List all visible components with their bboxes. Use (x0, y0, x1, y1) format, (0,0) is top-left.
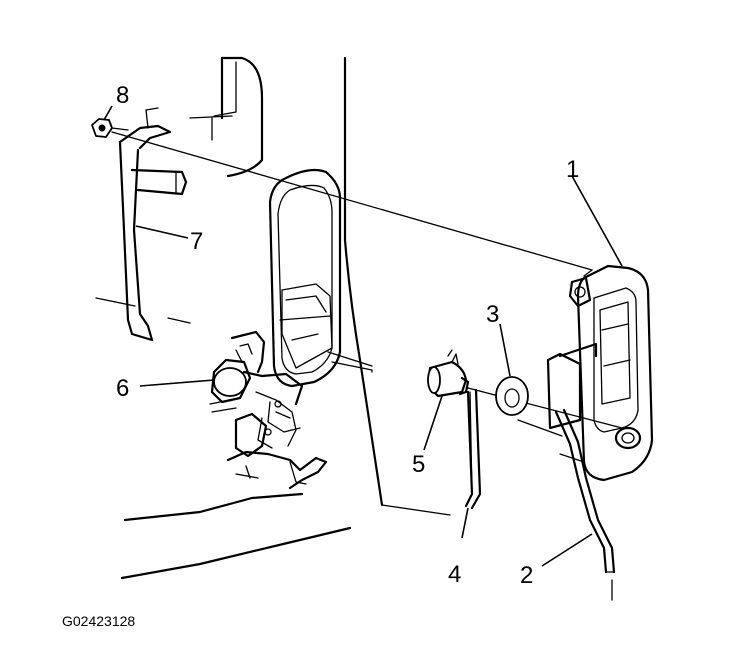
leader-2 (541, 533, 593, 567)
leader-4 (461, 507, 469, 539)
leader-3 (499, 323, 511, 377)
part-2-handle-rod (554, 408, 616, 574)
part-1-outside-handle (546, 264, 654, 482)
leader-5 (423, 395, 443, 451)
callout-6: 6 (116, 375, 129, 402)
callout-3: 3 (486, 301, 499, 328)
part-6-latch-assembly (209, 330, 328, 490)
part-7-bracket (118, 107, 188, 342)
part-8-nut (91, 118, 129, 138)
leader-1 (571, 175, 623, 267)
leader-6 (139, 379, 215, 387)
callout-4: 4 (448, 561, 461, 588)
callout-7: 7 (190, 228, 203, 255)
door-handle-opening (268, 168, 342, 388)
leader-8 (103, 105, 113, 121)
callout-1: 1 (566, 156, 579, 183)
leader-lines (103, 105, 623, 567)
figure-id: G02423128 (62, 613, 135, 629)
part-5-lock-cylinder (427, 349, 470, 398)
part-3-gasket (495, 376, 529, 416)
part-4-lock-rod (464, 388, 482, 510)
leader-7 (135, 225, 189, 239)
callout-labels: 1 2 3 4 5 6 7 8 (116, 82, 579, 589)
callout-2: 2 (520, 562, 533, 589)
callout-8: 8 (116, 82, 129, 109)
alignment-lines (111, 131, 623, 601)
callout-5: 5 (412, 451, 425, 478)
door-panel (95, 56, 451, 580)
